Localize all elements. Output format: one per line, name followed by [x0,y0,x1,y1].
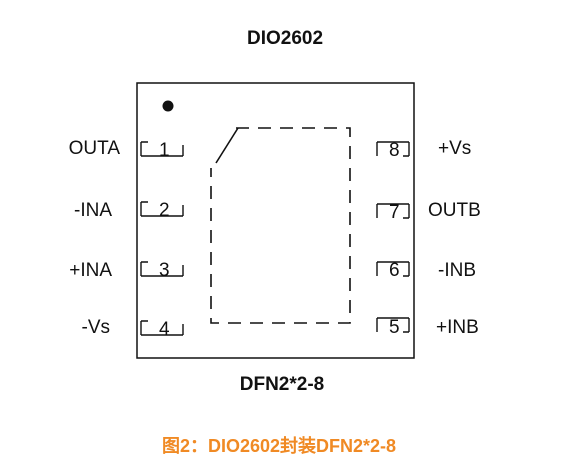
pin-label-3: +INA [69,260,112,281]
pin-label-7: OUTB [428,200,481,221]
pin-pad-2 [140,201,184,217]
pin1-chamfer-mark [215,127,239,164]
pin-pad-8 [376,141,410,157]
pin-label-4: -Vs [82,317,111,338]
chip-title: DIO2602 [247,28,323,49]
pin1-marker-dot [162,100,174,112]
pin-pad-6 [376,261,410,277]
pin-label-5: +INB [436,317,479,338]
pin-pad-5 [376,317,410,333]
pin-2: 2 -INA [74,200,184,221]
pin-number-5: 5 [389,317,400,338]
package-outline [136,82,415,359]
pin-pad-7 [376,203,410,219]
pin-5: 5 +INB [376,317,479,338]
pin-7: 7 OUTB [376,200,481,223]
pin-pad-1 [140,141,184,157]
pin-1: 1 OUTA [69,138,184,161]
pin-number-2: 2 [159,200,170,221]
pin-number-8: 8 [389,140,400,161]
pin-number-4: 4 [159,319,170,340]
pin-label-6: -INB [438,260,476,281]
pin-label-2: -INA [74,200,112,221]
pin-number-1: 1 [159,140,170,161]
pin-8: 8 +Vs [376,138,471,161]
pin-label-8: +Vs [438,138,471,159]
pin-4: 4 -Vs [82,317,184,340]
exposed-pad-outline [210,127,351,324]
package-name: DFN2*2-8 [240,374,324,395]
pin-6: 6 -INB [376,260,476,281]
pin-pad-4 [140,320,184,336]
pin-pad-3 [140,261,184,277]
pin-3: 3 +INA [69,260,184,281]
pin-number-3: 3 [159,260,170,281]
pin-number-6: 6 [389,260,400,281]
pin-number-7: 7 [389,202,400,223]
pin-label-1: OUTA [69,138,121,159]
figure-caption: 图2：DIO2602封装DFN2*2-8 [162,435,396,456]
